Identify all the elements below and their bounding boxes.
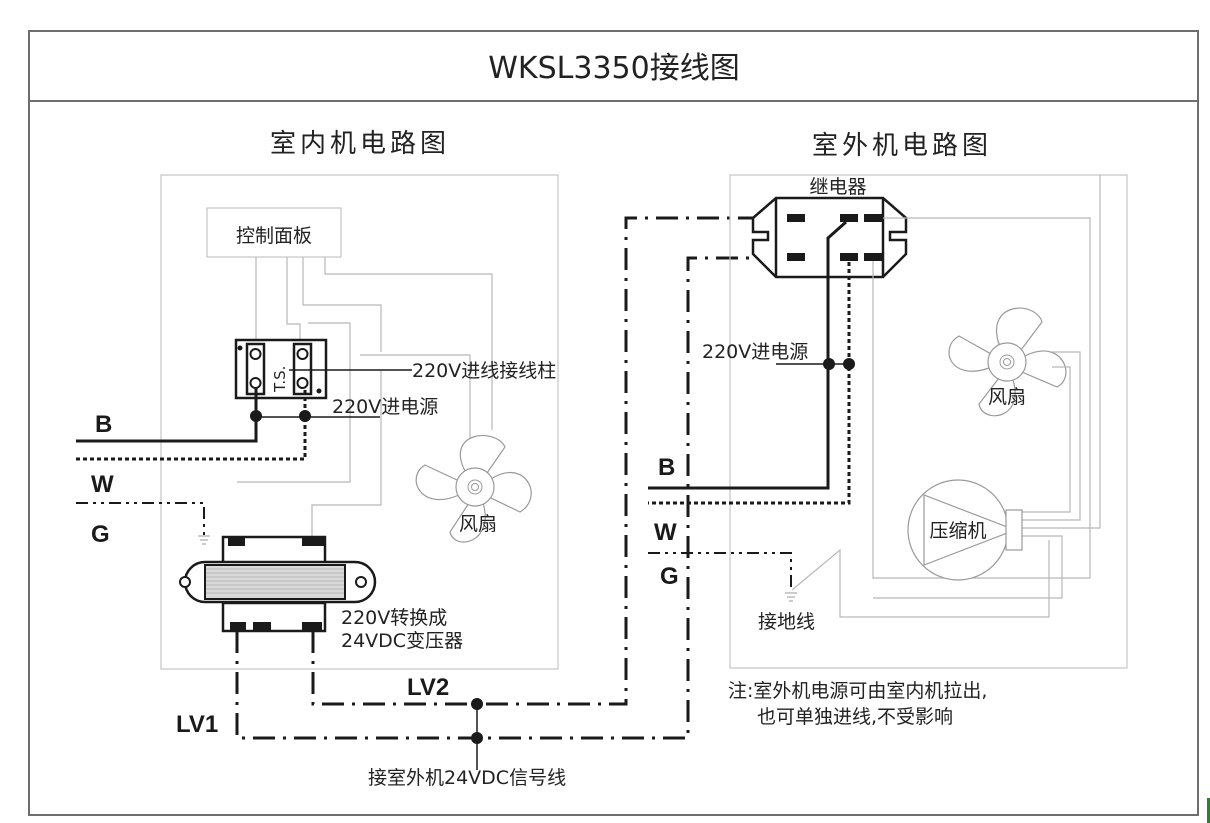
compressor-icon	[907, 479, 1023, 581]
outdoor-unit-box	[729, 174, 1128, 669]
outdoor-wire-w	[648, 262, 851, 505]
fan-wire-1	[1022, 351, 1081, 521]
indoor-fan-icon	[415, 434, 532, 543]
control-panel-label: 控制面板	[236, 225, 312, 247]
note-line2: 也可单独进线,不受影响	[757, 706, 953, 728]
lv1-wire	[235, 256, 750, 740]
lv2-wire	[311, 216, 758, 706]
outdoor-heading: 室外机电路图	[812, 131, 992, 161]
control-panel: 控制面板	[206, 207, 342, 258]
indoor-w-label: W	[91, 471, 114, 498]
lv1-label: LV1	[176, 711, 218, 738]
outdoor-wire-g	[648, 552, 792, 590]
outdoor-ground-icon	[785, 592, 797, 602]
outdoor-g-label: G	[660, 563, 679, 590]
comp-wire-4	[873, 535, 1063, 599]
terminal-label: 220V进线接线柱	[412, 360, 556, 382]
transformer-label-line2: 24VDC变压器	[341, 630, 463, 652]
diagram-title: WKSL3350接线图	[488, 51, 739, 86]
ground-leader	[791, 540, 1050, 618]
indoor-heading: 室内机电路图	[270, 129, 450, 159]
outdoor-w-label: W	[654, 519, 677, 546]
outer-frame	[28, 30, 1199, 816]
outdoor-b-label: B	[658, 454, 675, 481]
note-line1: 注:室外机电源可由室内机拉出,	[728, 680, 987, 702]
indoor-unit-box	[160, 174, 559, 670]
fan-wire-2	[1022, 366, 1071, 513]
outdoor-fan-icon	[948, 307, 1067, 417]
outdoor-power-label: 220V进电源	[702, 341, 808, 363]
outdoor-fan-label: 风扇	[988, 386, 1026, 408]
signal-label: 接室外机24VDC信号线	[368, 767, 566, 789]
lv2-label: LV2	[407, 674, 449, 701]
terminal-block: T.S.	[234, 338, 328, 400]
indoor-power-label: 220V进电源	[332, 396, 438, 418]
corner-mark	[1207, 798, 1210, 823]
transformer	[179, 535, 377, 633]
indoor-wire-b	[76, 388, 258, 443]
comp-wire-3	[1022, 175, 1101, 529]
indoor-wire-g	[76, 502, 205, 535]
terminal-block-label: T.S.	[271, 366, 289, 393]
indoor-wire-w	[76, 388, 307, 461]
indoor-fan-label: 风扇	[459, 513, 497, 535]
indoor-g-label: G	[91, 521, 110, 548]
relay-thin-wire-1	[872, 217, 1091, 579]
indoor-b-label: B	[95, 411, 112, 438]
transformer-label-line1: 220V转换成	[341, 607, 447, 629]
control-wires	[237, 257, 493, 538]
relay-label: 继电器	[809, 176, 866, 198]
indoor-ground-icon	[198, 535, 210, 545]
ground-label: 接地线	[758, 611, 815, 633]
compressor-label: 压缩机	[929, 520, 986, 542]
